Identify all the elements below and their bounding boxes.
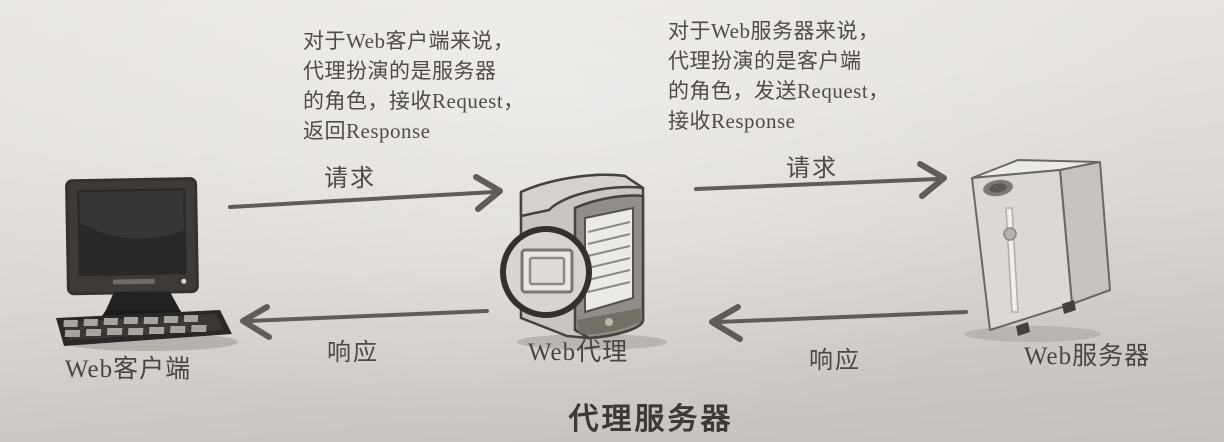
label-web-server: Web服务器: [1023, 343, 1151, 370]
keyboard: [56, 310, 232, 346]
arrow-response-proxy-to-client: [240, 304, 489, 340]
label-response-left: 响应: [327, 340, 379, 366]
arrow-response-server-to-proxy: [709, 304, 968, 342]
label-request-right: 请求: [786, 156, 838, 182]
server-tower-magnifier-icon: [500, 173, 667, 350]
desktop-computer-icon: [56, 177, 238, 351]
annotation-server-side: 对于Web服务器来说， 代理扮演的是客户端 的角色，发送Request， 接收R…: [668, 19, 890, 133]
diagram-title: 代理服务器: [568, 403, 734, 436]
label-response-right: 响应: [809, 348, 861, 374]
magnifier-detail: [500, 226, 592, 318]
arrow-request-proxy-to-server: [694, 161, 947, 199]
label-web-client: Web客户端: [64, 356, 192, 383]
arrow-request-client-to-proxy: [228, 174, 503, 212]
label-web-proxy: Web代理: [527, 339, 629, 366]
label-request-left: 请求: [324, 166, 376, 192]
annotation-client-side: 对于Web客户端来说， 代理扮演的是服务器 的角色，接收Request， 返回R…: [303, 29, 525, 143]
server-tower-icon: [965, 159, 1111, 342]
